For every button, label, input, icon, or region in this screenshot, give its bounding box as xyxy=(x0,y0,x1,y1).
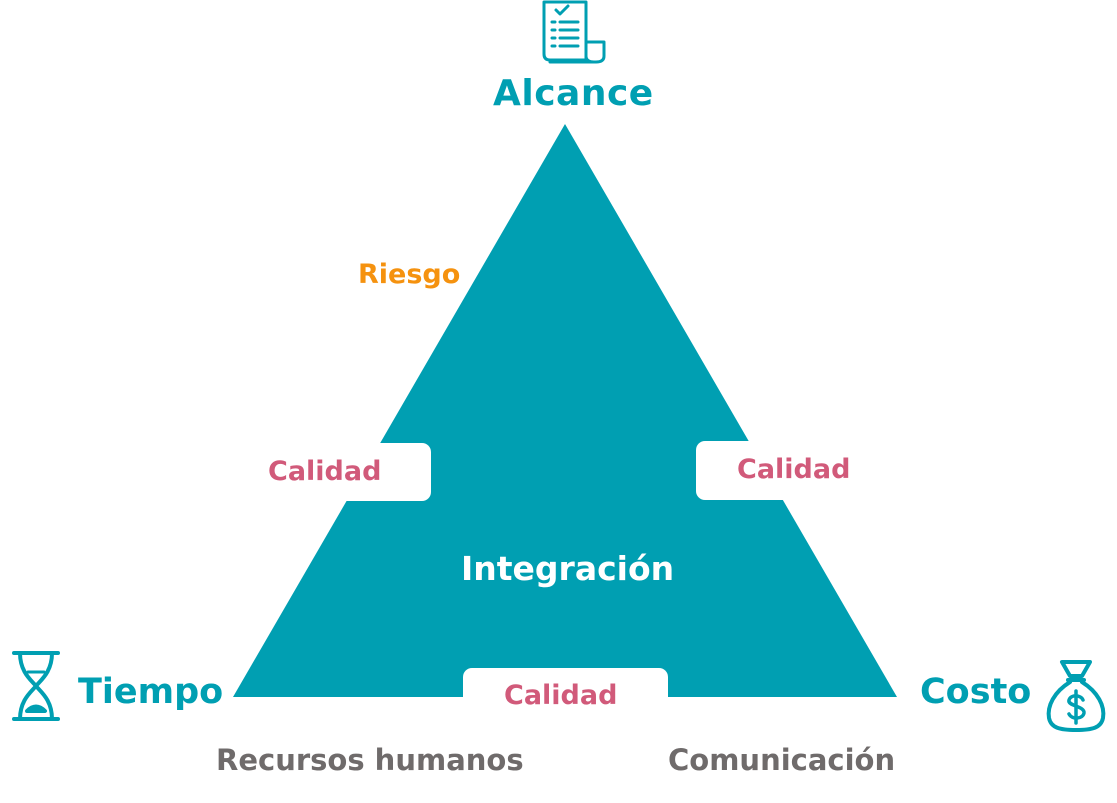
vertex-label-right: Costo xyxy=(920,672,1032,712)
triangle-body xyxy=(233,124,897,697)
vertex-label-left: Tiempo xyxy=(78,672,224,712)
quality-label-right: Calidad xyxy=(737,454,851,485)
hourglass-icon xyxy=(11,650,61,722)
left-quality-notch xyxy=(258,443,431,501)
bottom-quality-notch xyxy=(463,668,668,728)
right-quality-notch xyxy=(696,441,872,500)
risk-label: Riesgo xyxy=(358,259,461,290)
quality-label-bottom: Calidad xyxy=(504,680,618,711)
bottom-label-left: Recursos humanos xyxy=(216,743,524,777)
money-bag-icon xyxy=(1044,658,1108,733)
vertex-label-top: Alcance xyxy=(493,73,654,114)
center-label: Integración xyxy=(461,549,675,588)
checklist-document-icon xyxy=(538,0,610,66)
quality-label-left: Calidad xyxy=(268,456,382,487)
bottom-label-right: Comunicación xyxy=(668,743,896,777)
